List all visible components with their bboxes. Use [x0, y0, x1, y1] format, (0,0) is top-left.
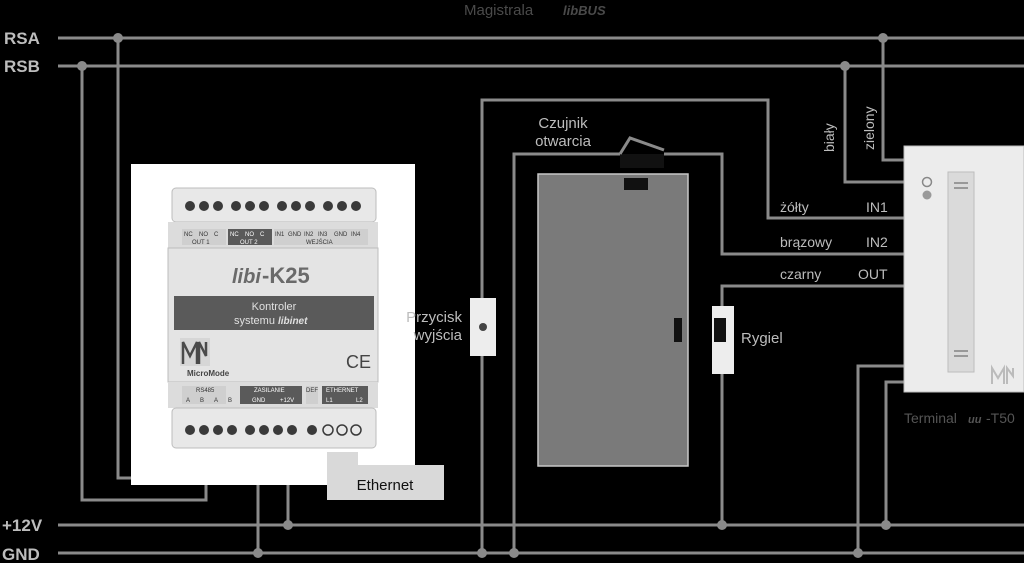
exit-button-line2: wyjścia	[413, 327, 463, 344]
sensor-label-line1: Czujnik	[538, 115, 588, 132]
controller-logo: libi	[232, 266, 261, 288]
ce-mark: CE	[346, 352, 371, 372]
micromode-small-icon	[991, 364, 1014, 384]
junctions	[77, 33, 891, 558]
gnd-label: GND	[2, 545, 40, 563]
out2-label: OUT 2	[240, 240, 258, 246]
pin-in1-label: IN1	[866, 199, 888, 215]
top-pin-labels: NC NO C NC NO C IN1 GND IN2 IN3 GND IN4 …	[184, 232, 361, 246]
pin-label: IN4	[351, 232, 361, 238]
pin-label: L1	[326, 398, 333, 404]
sensor-label-line2: otwarcia	[535, 133, 592, 150]
wire-brown-label: brązowy	[780, 234, 832, 250]
inputs-label: WEJŚCIA	[306, 238, 333, 246]
power-label: ZASILANIE	[254, 388, 285, 394]
micromode-logo-icon	[180, 338, 210, 366]
pin-label: GND	[334, 232, 348, 238]
controller-desc-logo: libinet	[278, 316, 308, 327]
ethernet-box: Ethernet	[327, 452, 444, 500]
controller-module: NC NO C NC NO C IN1 GND IN2 IN3 GND IN4 …	[131, 164, 415, 485]
door-sensor	[618, 136, 665, 168]
wire-yellow-label: żółty	[780, 199, 809, 215]
pin-label: GND	[252, 398, 266, 404]
rsa-label: RSA	[4, 29, 40, 48]
pin-label: L2	[356, 398, 363, 404]
exit-button-label: Przycisk wyjścia	[406, 309, 462, 344]
wire-green-label: zielony	[861, 106, 877, 150]
terminal-device	[903, 145, 1024, 393]
exit-button	[470, 298, 496, 356]
terminal-wiring	[480, 38, 905, 553]
rsb-label: RSB	[4, 57, 40, 76]
pin-label: C	[260, 232, 265, 238]
wire-white-label: biały	[821, 123, 837, 152]
bottom-terminals	[185, 425, 317, 435]
bus-title: Magistrala	[464, 2, 534, 19]
pin-label: IN2	[304, 232, 314, 238]
lock	[712, 306, 734, 374]
terminal-prefix: Terminal	[904, 410, 957, 426]
pin-label: A	[186, 398, 190, 404]
wire-black-label: czarny	[780, 266, 821, 282]
out1-label: OUT 1	[192, 240, 210, 246]
pin-label: NO	[199, 232, 208, 238]
pin-label: NO	[245, 232, 254, 238]
pin-label: GND	[288, 232, 302, 238]
v12-label: +12V	[2, 516, 43, 535]
bus-title-logo: libBUS	[563, 3, 606, 18]
pin-label: IN1	[275, 232, 285, 238]
door	[537, 173, 689, 467]
controller-model: -K25	[262, 263, 310, 288]
pin-in2-label: IN2	[866, 234, 888, 250]
pin-out-label: OUT	[858, 266, 888, 282]
controller-desc2: systemu	[234, 315, 275, 327]
wire-labels: żółty brązowy czarny IN1 IN2 OUT biały z…	[780, 106, 888, 282]
top-terminals	[185, 201, 361, 211]
controller-desc1: Kontroler	[252, 301, 297, 313]
pin-label: B	[228, 398, 232, 404]
controller-brand: MicroMode	[187, 369, 230, 378]
pin-label: +12V	[280, 398, 294, 404]
bus-labels: RSA RSB +12V GND	[2, 29, 43, 563]
pin-label: B	[200, 398, 204, 404]
pin-label: NC	[184, 232, 193, 238]
pin-label: A	[214, 398, 218, 404]
sensor-label: Czujnik otwarcia	[535, 115, 592, 150]
terminal-logo: uu	[968, 414, 982, 426]
def-label: DEF	[306, 388, 318, 394]
pin-label: NC	[230, 232, 239, 238]
terminal-label: Terminal uu -T50	[904, 410, 1015, 426]
exit-button-line1: Przycisk	[406, 309, 462, 326]
pin-label: IN3	[318, 232, 328, 238]
ethernet-label: Ethernet	[357, 477, 415, 494]
terminal-suffix: -T50	[986, 410, 1015, 426]
ethernet-port-label: ETHERNET	[326, 388, 359, 394]
pin-label: C	[214, 232, 219, 238]
lock-label: Rygiel	[741, 330, 783, 347]
bottom-pin-labels: RS485 ZASILANIE DEF ETHERNET A B A B GND…	[186, 388, 363, 404]
rs485-label: RS485	[196, 388, 215, 394]
